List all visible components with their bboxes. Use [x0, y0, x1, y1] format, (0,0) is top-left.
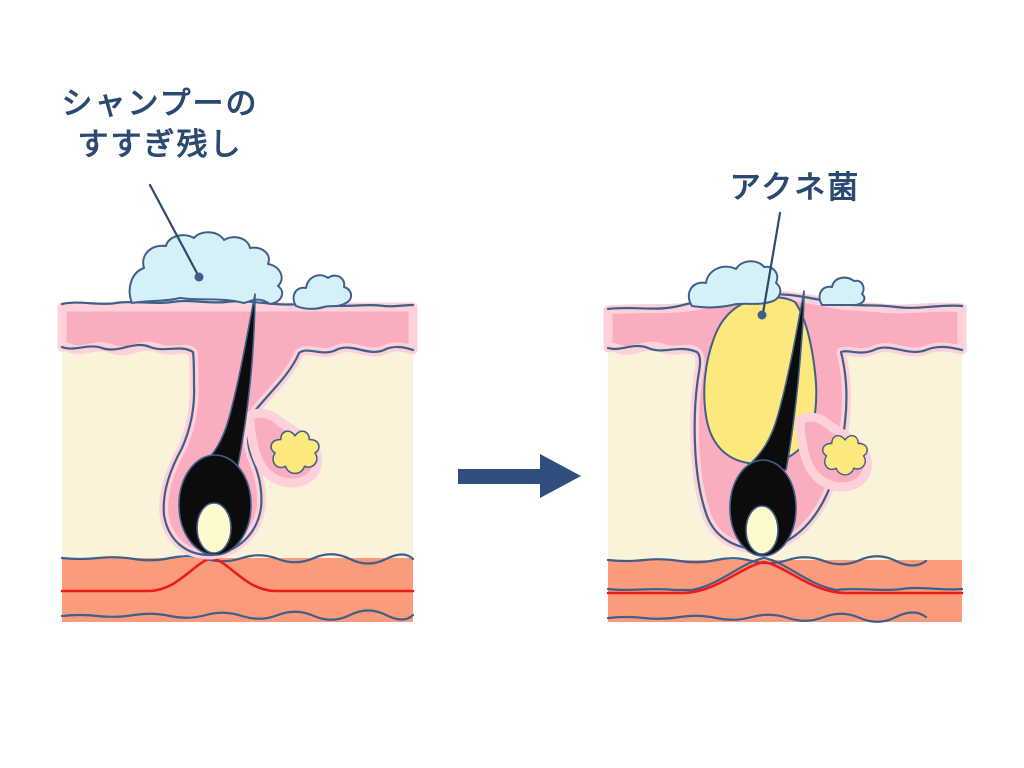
shampoo-residue-label: シャンプーの すすぎ残し	[40, 84, 280, 166]
left-leader-line	[148, 183, 200, 277]
shampoo-residue-label-line1: シャンプーの	[61, 86, 259, 122]
foam-cloud-large	[128, 231, 284, 305]
shampoo-foam	[128, 231, 352, 310]
subcutis-bottom-line	[60, 609, 415, 621]
subcutis-mid-line-right	[606, 556, 964, 592]
transition-arrow	[458, 454, 581, 498]
sebaceous-gland-right	[795, 412, 872, 492]
skin-surface-line-right	[606, 292, 964, 311]
right-leader-dot	[757, 310, 767, 320]
hair-follicle	[178, 293, 256, 556]
foam-cloud-small	[292, 274, 352, 310]
hair-papilla-right	[745, 505, 779, 555]
subcutis-top-line	[60, 553, 415, 565]
right-skin-panel	[603, 211, 967, 623]
foam-cloud-right-b	[818, 276, 866, 306]
left-leader	[148, 183, 204, 282]
foam-cloud-right-a	[687, 260, 782, 309]
skin-surface-line	[60, 299, 415, 308]
blood-vessel-right	[606, 560, 964, 595]
residual-foam-right	[687, 260, 866, 309]
shampoo-residue-label-line2: すすぎ残し	[77, 127, 243, 163]
hair-papilla	[196, 502, 232, 554]
right-leader	[757, 211, 782, 320]
subcutis-bottom-line-right	[606, 611, 928, 623]
right-leader-line	[761, 211, 782, 315]
sebaceous-gland	[245, 408, 322, 488]
hair-follicle-right	[729, 290, 805, 557]
left-leader-dot	[194, 272, 204, 282]
acne-bacteria-label: アクネ菌	[729, 170, 861, 206]
left-skin-panel	[57, 183, 418, 622]
